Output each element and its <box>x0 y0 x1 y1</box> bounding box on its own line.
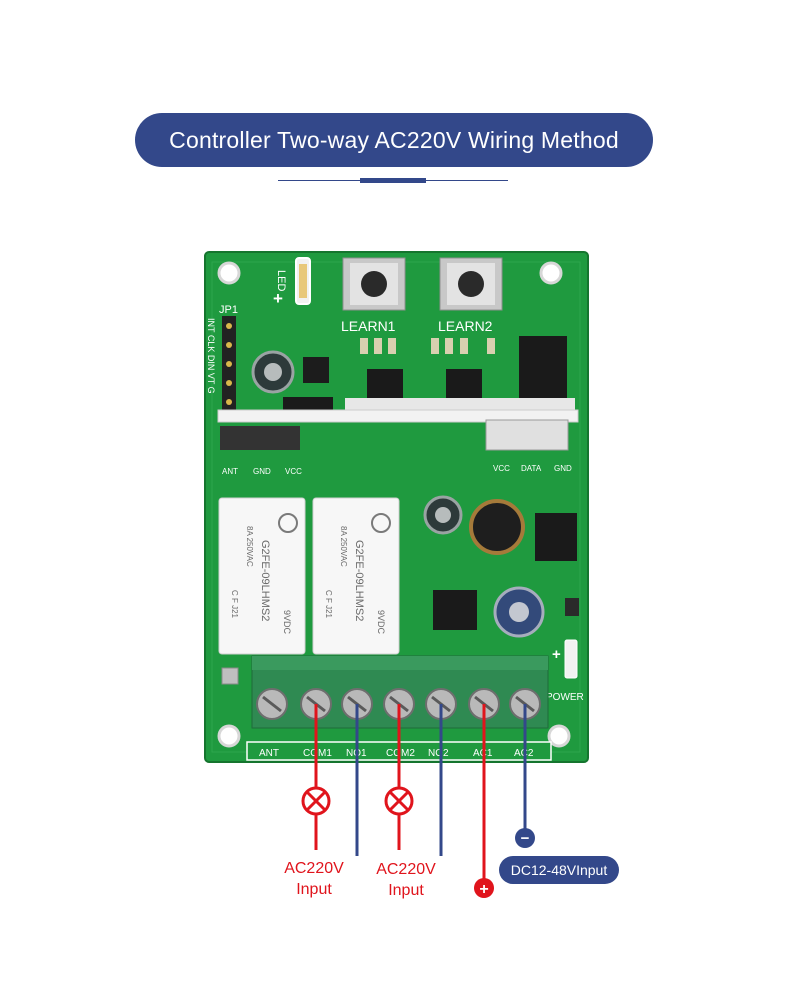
mount-hole-bl <box>217 724 241 748</box>
vcc-pin-label: VCC <box>285 467 302 476</box>
relay2-voltage: 9VDC <box>376 610 386 635</box>
jp1-label: JP1 <box>219 304 238 316</box>
learn2-label: LEARN2 <box>438 318 493 334</box>
negative-terminal-icon <box>515 828 535 848</box>
relay2-rating: 8A 250VAC <box>339 526 348 567</box>
dc-input-label: DC12-48VInput <box>499 856 619 884</box>
input2-line2: Input <box>388 882 424 899</box>
input2-label: AC220V Input <box>370 859 442 901</box>
power-label: POWER <box>546 692 584 703</box>
terminal-label: COM2 <box>386 748 415 759</box>
screw-pad <box>221 667 239 685</box>
negative-sign: − <box>521 830 530 847</box>
gnd-pin-label: GND <box>253 467 271 476</box>
relay-2: G2FE-09LHMS2 8A 250VAC 9VDC C F J21 <box>312 497 400 655</box>
screw-slot <box>262 695 282 713</box>
vcc2-pin-label: VCC <box>493 464 510 473</box>
learn2-button[interactable] <box>458 271 484 297</box>
led-plus: + <box>273 289 283 308</box>
mount-hole-br <box>547 724 571 748</box>
rf-header: ANT GND VCC VCC DATA GND <box>220 426 572 476</box>
title-underline-accent <box>360 178 426 183</box>
terminal-label: COM1 <box>303 748 332 759</box>
wires: +− <box>301 704 535 898</box>
terminal-block: ANTCOM1NO1COM2NO2AC1AC2 <box>246 655 552 761</box>
power-section: + POWER <box>423 495 584 703</box>
mount-hole-tl <box>217 261 241 285</box>
input1-line1: AC220V <box>284 860 344 877</box>
dc-input-text: DC12-48VInput <box>510 862 608 878</box>
relay2-code: C F J21 <box>324 590 333 619</box>
terminal-label: NO2 <box>428 748 449 759</box>
positive-sign: + <box>479 881 488 898</box>
title-text: Controller Two-way AC220V Wiring Method <box>169 126 619 153</box>
power-plus: + <box>552 646 561 663</box>
terminal-label: ANT <box>259 748 279 759</box>
relay1-code: C F J21 <box>230 590 239 619</box>
inductor <box>469 499 525 555</box>
learn-buttons: LEARN1 LEARN2 <box>341 257 503 334</box>
gnd2-pin-label: GND <box>554 464 572 473</box>
relay2-model: G2FE-09LHMS2 <box>353 540 365 621</box>
ant-pin-label: ANT <box>222 467 238 476</box>
smd-components <box>217 336 579 451</box>
input1-label: AC220V Input <box>278 858 350 900</box>
relay1-voltage: 9VDC <box>282 610 292 635</box>
jp1-header: JP1 INT CLK DIN VT G <box>206 304 238 414</box>
title-banner: Controller Two-way AC220V Wiring Method <box>135 113 653 167</box>
learn1-label: LEARN1 <box>341 318 396 334</box>
led-indicator: LED + <box>273 257 311 308</box>
input1-line2: Input <box>296 881 332 898</box>
relay-1: G2FE-09LHMS2 8A 250VAC 9VDC C F J21 <box>218 497 306 655</box>
input2-line1: AC220V <box>376 861 436 878</box>
learn1-button[interactable] <box>361 271 387 297</box>
relay1-rating: 8A 250VAC <box>245 526 254 567</box>
mount-hole-tr <box>539 261 563 285</box>
jp1-pin-labels: INT CLK DIN VT G <box>206 318 216 394</box>
data-pin-label: DATA <box>521 464 542 473</box>
positive-terminal-icon <box>474 878 494 898</box>
relay1-model: G2FE-09LHMS2 <box>259 540 271 621</box>
led-label: LED <box>275 270 287 291</box>
